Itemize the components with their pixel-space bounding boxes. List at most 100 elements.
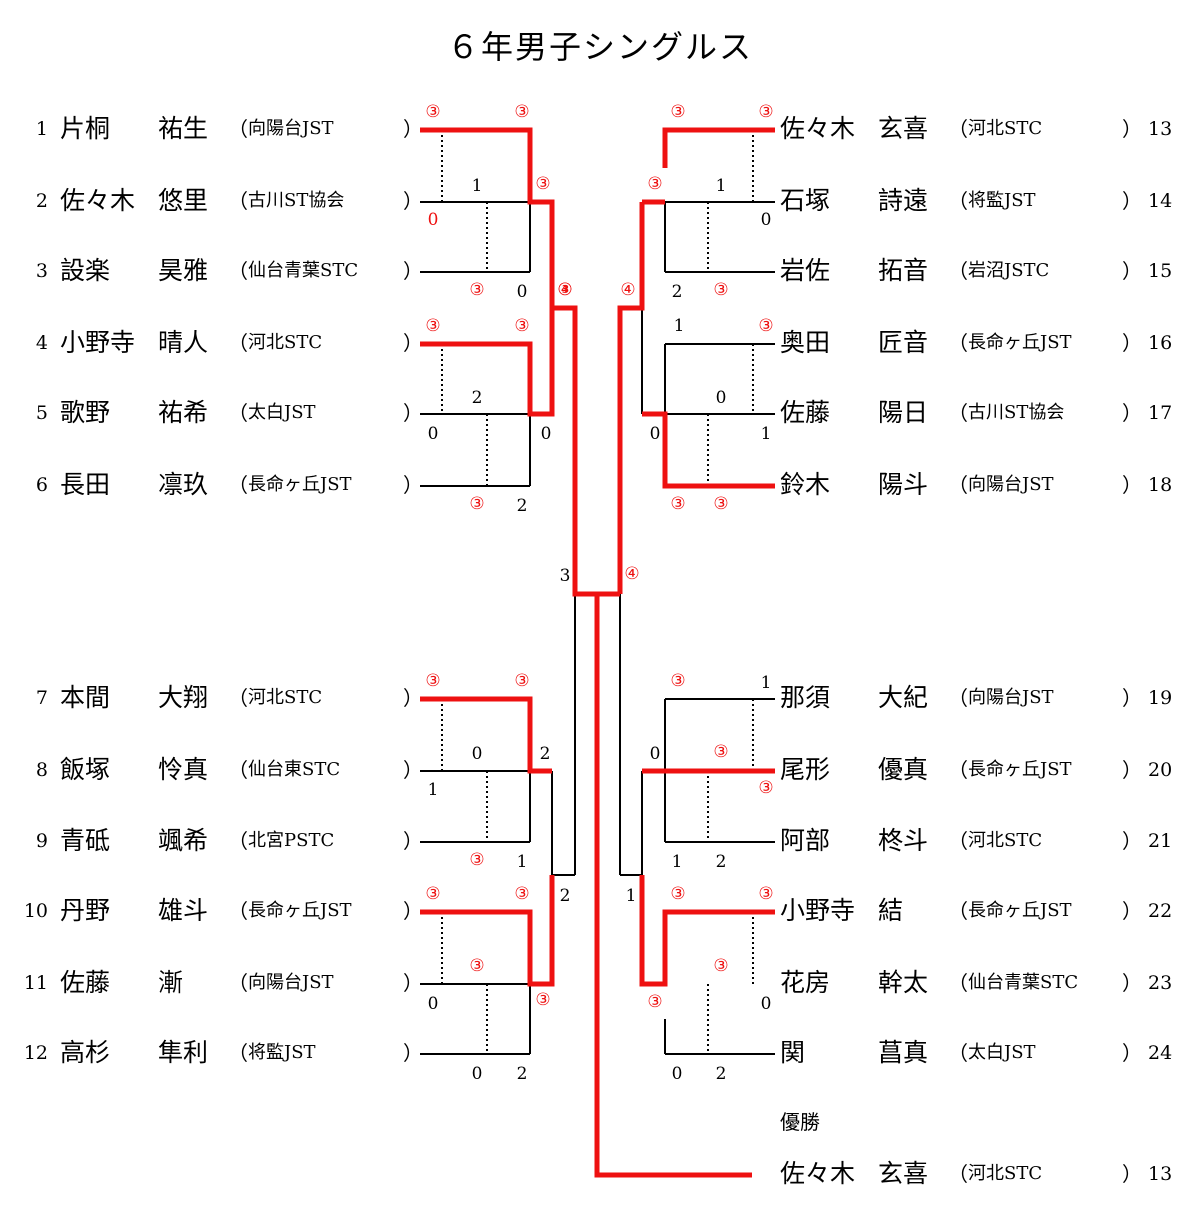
score-label: 1 xyxy=(760,673,772,693)
player-team: 仙台青葉STC xyxy=(248,260,359,281)
player-team: 長命ヶ丘JST xyxy=(968,332,1072,353)
paren-open: （ xyxy=(948,259,968,283)
player-team: 太白JST xyxy=(248,402,316,423)
paren-close: ） xyxy=(403,1041,423,1065)
player-last-name: 長田 xyxy=(60,470,111,499)
player-number: 16 xyxy=(1148,332,1173,354)
score-label: ③ xyxy=(469,956,485,976)
paren-open: （ xyxy=(948,899,968,923)
player-team: 長命ヶ丘JST xyxy=(968,759,1072,780)
score-label: 2 xyxy=(559,886,571,906)
score-label: 2 xyxy=(516,1064,528,1084)
score-label: ④ xyxy=(624,564,640,584)
score-label: 2 xyxy=(715,852,727,872)
paren-open: （ xyxy=(948,401,968,425)
player-last-name: 佐藤 xyxy=(780,398,831,427)
player-first-name: 玄喜 xyxy=(878,114,929,143)
score-label: 1 xyxy=(427,780,439,800)
player-first-name: 悠里 xyxy=(158,186,209,215)
paren-close: ） xyxy=(1122,686,1142,710)
paren-open: （ xyxy=(948,686,968,710)
score-label: ③ xyxy=(469,494,485,514)
player-number: 23 xyxy=(1148,972,1173,994)
paren-close: ） xyxy=(1122,758,1142,782)
paren-close: ） xyxy=(403,829,423,853)
player-first-name: 匠音 xyxy=(878,328,929,357)
player-last-name: 鈴木 xyxy=(780,470,831,499)
player-last-name: 本間 xyxy=(60,683,111,712)
score-label: ③ xyxy=(713,742,729,762)
player-team: 将監JST xyxy=(968,190,1036,211)
player-first-name: 大紀 xyxy=(878,683,929,712)
player-last-name: 歌野 xyxy=(60,398,111,427)
player-team: 仙台東STC xyxy=(248,759,341,780)
player-last-name: 那須 xyxy=(780,683,831,712)
winner-lines xyxy=(420,127,775,1178)
paren-open: （ xyxy=(948,1041,968,1065)
score-label: ③ xyxy=(647,174,663,194)
score-label: 1 xyxy=(625,886,637,906)
player-team: 古川ST協会 xyxy=(968,402,1065,423)
paren-close: ） xyxy=(1122,899,1142,923)
player-last-name: 設楽 xyxy=(60,256,111,285)
player-team: 長命ヶ丘JST xyxy=(968,900,1072,921)
champion-team: 河北STC xyxy=(968,1163,1043,1184)
score-label: ③ xyxy=(425,884,441,904)
score-label: 0 xyxy=(649,424,661,444)
player-first-name: 陽斗 xyxy=(878,470,929,499)
player-team: 向陽台JST xyxy=(248,118,334,139)
score-label: 2 xyxy=(671,282,683,302)
player-number: 18 xyxy=(1148,474,1173,496)
player-last-name: 丹野 xyxy=(60,896,111,925)
score-label: ③ xyxy=(713,280,729,300)
score-label: 1 xyxy=(471,176,483,196)
player-number: 17 xyxy=(1148,402,1173,424)
score-label: ③ xyxy=(758,778,774,798)
score-label: ③ xyxy=(557,280,573,300)
player-last-name: 石塚 xyxy=(780,186,831,215)
paren-open: （ xyxy=(228,189,248,213)
player-last-name: 奥田 xyxy=(780,328,831,357)
score-label: 1 xyxy=(673,316,685,336)
paren-open: （ xyxy=(228,1041,248,1065)
player-team: 岩沼JSTC xyxy=(968,260,1050,281)
player-number: 3 xyxy=(35,260,48,282)
champion-last-name: 佐々木 xyxy=(780,1159,856,1188)
page-title: ６年男子シングルス xyxy=(446,28,753,66)
player-team: 太白JST xyxy=(968,1042,1036,1063)
paren-close: ） xyxy=(1122,189,1142,213)
player-team: 長命ヶ丘JST xyxy=(248,474,352,495)
player-last-name: 阿部 xyxy=(780,826,831,855)
score-label: ③ xyxy=(758,884,774,904)
paren-open: （ xyxy=(228,117,248,141)
player-last-name: 関 xyxy=(780,1038,806,1067)
paren-close: ） xyxy=(1122,1162,1142,1186)
paren-close: ） xyxy=(403,758,423,782)
player-team: 河北STC xyxy=(248,332,323,353)
player-first-name: 祐生 xyxy=(158,114,209,143)
player-first-name: 大翔 xyxy=(158,683,209,712)
score-label: ③ xyxy=(425,102,441,122)
player-last-name: 高杉 xyxy=(60,1038,111,1067)
paren-close: ） xyxy=(403,971,423,995)
paren-open: （ xyxy=(228,686,248,710)
paren-open: （ xyxy=(948,1162,968,1186)
player-number: 22 xyxy=(1148,900,1173,922)
paren-close: ） xyxy=(403,473,423,497)
score-label: 2 xyxy=(715,1064,727,1084)
score-label: 0 xyxy=(540,424,552,444)
champion-number: 13 xyxy=(1148,1163,1173,1185)
score-label: ③ xyxy=(425,316,441,336)
paren-open: （ xyxy=(948,331,968,355)
score-label: 3 xyxy=(559,566,571,586)
player-number: 9 xyxy=(35,830,48,852)
player-number: 7 xyxy=(35,687,48,709)
score-label: 0 xyxy=(471,1064,483,1084)
player-number: 20 xyxy=(1148,759,1173,781)
player-first-name: 晴人 xyxy=(158,328,209,357)
player-number: 5 xyxy=(35,402,48,424)
player-last-name: 青砥 xyxy=(60,826,111,855)
score-label: ③ xyxy=(514,316,530,336)
player-team: 河北STC xyxy=(968,830,1043,851)
